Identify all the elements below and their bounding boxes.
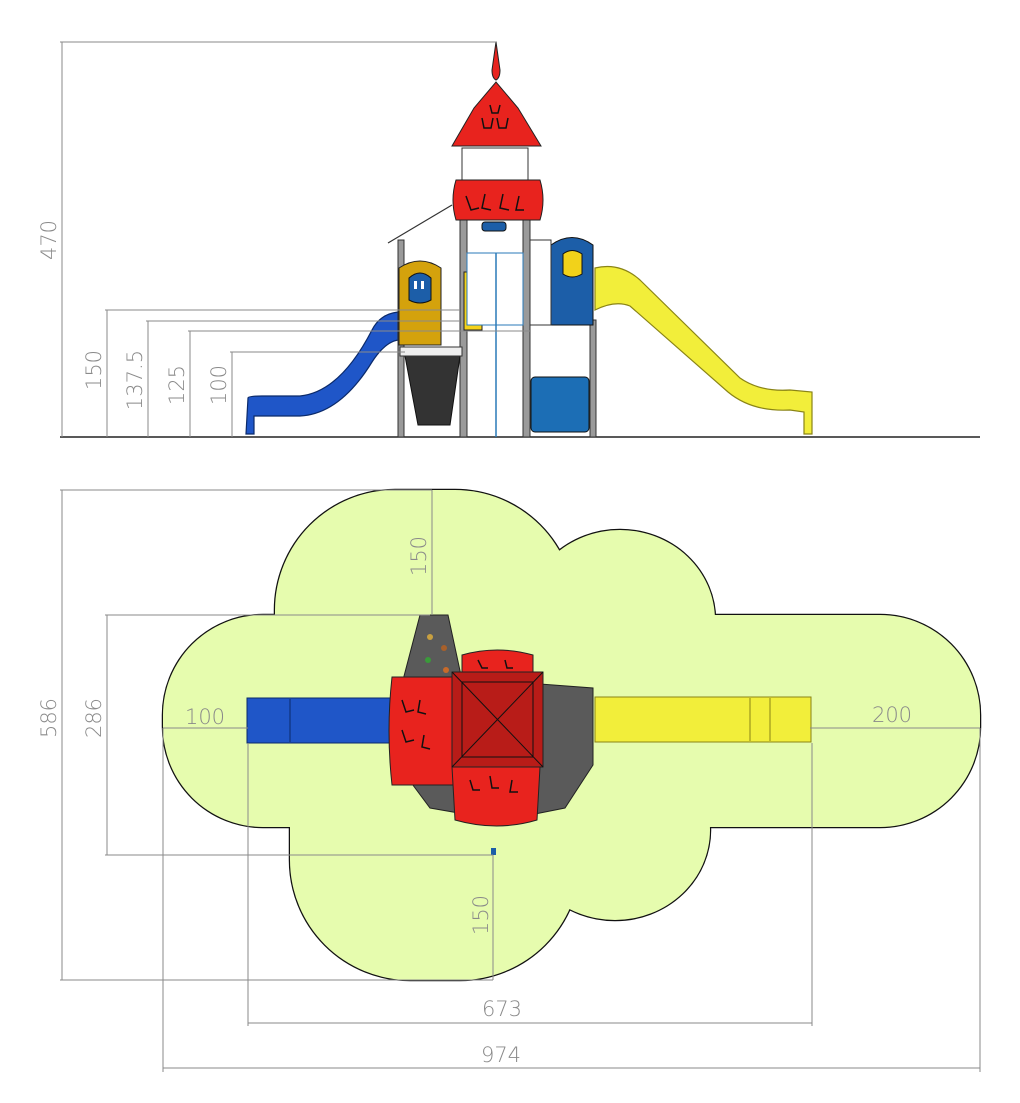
tower-frame: [466, 252, 524, 326]
red-panel-bottom: [451, 766, 541, 827]
dim-platform-100: 100: [207, 365, 231, 405]
blue-slide-plan: [246, 697, 398, 744]
roof-ornament-icon: [465, 104, 524, 211]
plan-view: 586 286 150 150 100 200 673 974: [37, 488, 982, 1072]
dim-clearance-right: 200: [872, 703, 912, 727]
elevation-dimensions: [60, 41, 530, 437]
plan-dimensions: [60, 489, 981, 1072]
blue-tunnel: [530, 376, 590, 433]
side-elevation: 470 150 137.5 125 100: [37, 41, 980, 438]
fire-pole-plan: [491, 848, 496, 855]
window-icon: [562, 250, 583, 278]
dim-total-height: 470: [37, 220, 61, 260]
dim-clearance-bottom: 150: [469, 895, 493, 935]
black-chute: [404, 355, 461, 426]
climbing-hold-icon: [425, 634, 449, 673]
dim-clearance-top: 150: [407, 536, 431, 576]
roof-spire: [491, 41, 501, 81]
dim-platform-125: 125: [165, 365, 189, 405]
dim-platform-150: 150: [82, 350, 106, 390]
window-pane: [414, 281, 417, 289]
side-panel: [529, 239, 552, 326]
yellow-slide: [594, 265, 813, 435]
roof-ridge-lines: [451, 671, 544, 768]
panel-ornament-icon: [401, 659, 518, 793]
yellow-slide-plan: [594, 696, 812, 743]
dim-clearance-left: 100: [185, 705, 225, 729]
roof-line: [387, 204, 453, 244]
blue-slide: [245, 311, 399, 435]
post: [589, 319, 597, 438]
deck-edge: [399, 346, 463, 357]
window-icon: [408, 272, 432, 304]
window-pane: [421, 281, 424, 289]
dim-structure-width: 673: [482, 997, 522, 1021]
dim-safety-width: 974: [481, 1043, 521, 1067]
tower-window: [481, 221, 507, 232]
post: [522, 219, 531, 438]
dim-safety-depth: 586: [37, 698, 61, 738]
dim-structure-depth: 286: [82, 698, 106, 738]
dim-platform-137-5: 137.5: [123, 350, 147, 410]
red-roof: [451, 81, 542, 147]
red-panel-left: [388, 676, 456, 786]
red-tower-band: [452, 179, 544, 221]
